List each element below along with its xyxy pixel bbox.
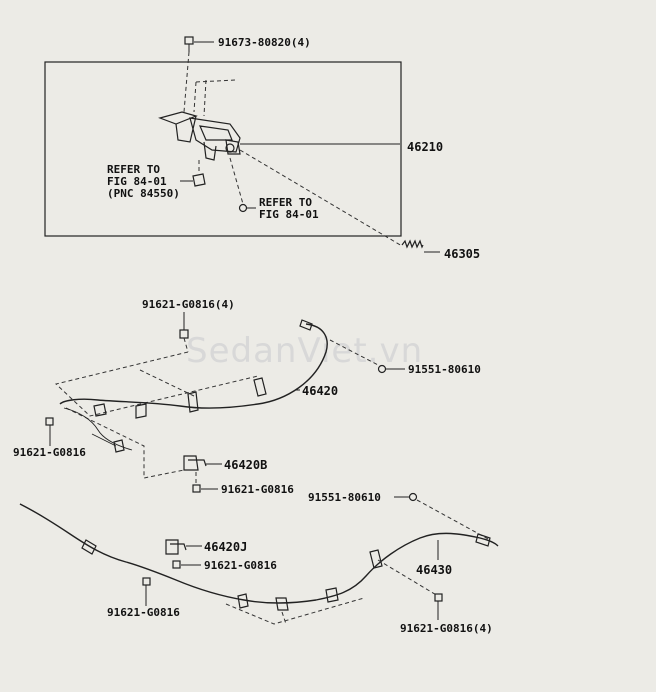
parking-brake-lever-icon: [158, 79, 241, 161]
part-label-clip-mid: 91551-80610: [408, 363, 481, 376]
bolt-icon: [172, 560, 181, 569]
bolt-icon: [45, 417, 54, 426]
clip-icon: [329, 339, 387, 374]
part-label-bracket-j: 46420J: [204, 540, 247, 554]
bolt-icon: [434, 593, 443, 602]
bolt-icon: [142, 577, 151, 586]
dashed-guide: [139, 369, 195, 397]
dashed-guide: [183, 337, 189, 353]
refer-note-line2: FIG 84-01: [107, 175, 167, 188]
dashed-guide: [225, 597, 365, 625]
part-label-spring: 46305: [444, 247, 480, 261]
lever-assembly-box: [44, 61, 402, 237]
dashed-guide: [65, 407, 185, 479]
part-label-bolt-left: 91621-G0816: [13, 446, 86, 459]
refer-note-line1: REFER TO: [259, 196, 312, 209]
part-label-bolt-b: 91621-G0816: [221, 483, 294, 496]
dashed-guide: [281, 611, 287, 625]
cable-46430: [19, 503, 499, 611]
spring-icon: [401, 239, 424, 249]
part-label-bolt-lowleft: 91621-G0816: [107, 606, 180, 619]
part-label-clip-low: 91551-80610: [308, 491, 381, 504]
nut-icon: [192, 160, 206, 187]
refer-note-line2: FIG 84-01: [259, 208, 319, 221]
part-label-bracket-b: 46420B: [224, 458, 267, 472]
part-label-bolt-j: 91621-G0816: [204, 559, 277, 572]
bolt-icon: [184, 36, 194, 52]
dashed-guide: [377, 559, 439, 597]
refer-note-line1: REFER TO: [107, 163, 160, 176]
dashed-guide: [239, 149, 403, 247]
dashed-guide: [54, 351, 259, 417]
part-label-bolt-top: 91673-80820(4): [218, 36, 311, 49]
refer-note-line3: (PNC 84550): [107, 187, 180, 200]
bracket-icon: [165, 539, 187, 555]
bracket-icon: [183, 455, 207, 471]
part-label-bolt-lowright: 91621-G0816(4): [400, 622, 493, 635]
bolt-icon: [192, 472, 201, 493]
part-label-cable-no2: 46420: [302, 384, 338, 398]
cable-46420: [59, 319, 328, 453]
part-label-lever-assy: 46210: [407, 140, 443, 154]
clip-icon: [408, 492, 491, 541]
part-label-cable-no3: 46430: [416, 563, 452, 577]
bolt-icon: [229, 157, 248, 213]
watermark: SedanViet.vn: [186, 331, 423, 371]
dashed-guide: [183, 51, 190, 113]
part-label-bolt-mid: 91621-G0816(4): [142, 298, 235, 311]
